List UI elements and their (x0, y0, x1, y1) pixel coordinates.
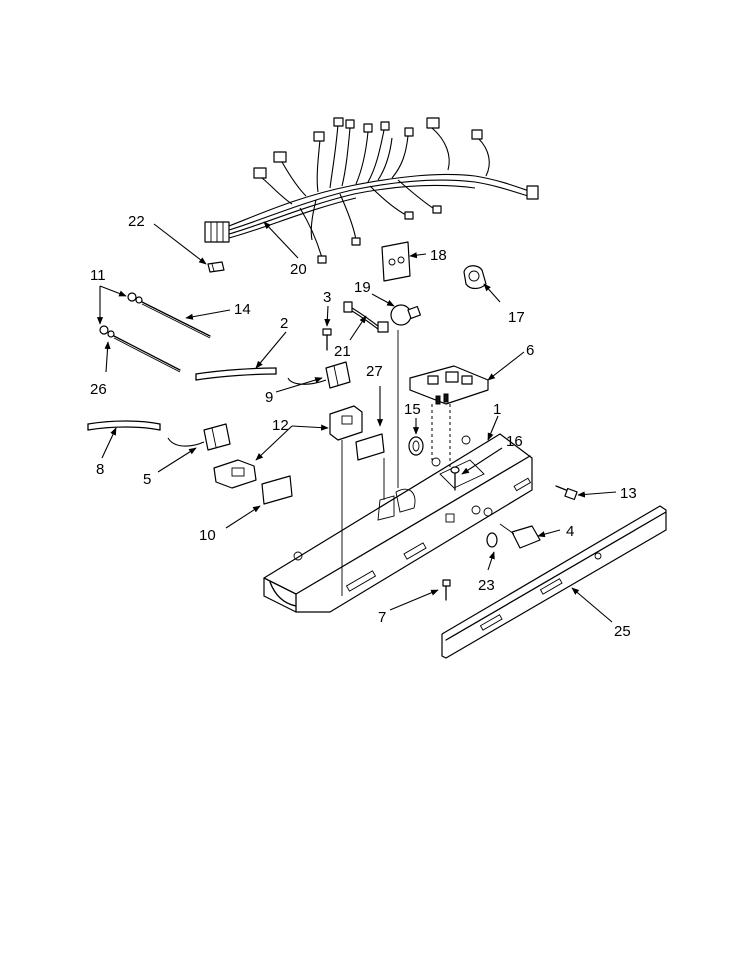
housing-part-1 (263, 433, 533, 613)
tube-part-2 (195, 367, 277, 381)
callout-10: 10 (199, 527, 216, 544)
callout-26: 26 (90, 381, 107, 398)
trim-strip-part-25 (441, 505, 667, 659)
bracket-part-12-upper (329, 405, 363, 441)
callout-17: 17 (508, 309, 525, 326)
callout-8: 8 (96, 461, 104, 478)
plate-part-18 (381, 241, 411, 282)
screw-part-13 (555, 485, 578, 501)
rod-parts-11-14-26 (99, 292, 211, 373)
callout-labels: 1 2 3 4 5 6 7 8 9 10 11 12 13 14 15 16 1… (90, 213, 637, 640)
callout-21: 21 (334, 343, 351, 360)
callout-11: 11 (90, 267, 106, 284)
clip-part-22 (207, 261, 225, 273)
callout-16: 16 (506, 433, 523, 450)
label-part-10 (261, 475, 293, 505)
bracket-part-4 (499, 523, 541, 549)
tube-part-8 (87, 420, 161, 431)
callout-5: 5 (143, 471, 151, 488)
wire-harness-part (204, 117, 539, 264)
callout-18: 18 (430, 247, 447, 264)
callout-25: 25 (614, 623, 631, 640)
callout-6: 6 (526, 342, 534, 359)
label-part-27 (355, 433, 385, 461)
callout-7: 7 (378, 609, 386, 626)
callout-2: 2 (280, 315, 288, 332)
jumper-wire-part-21 (343, 301, 389, 333)
alignment-lines (341, 330, 451, 596)
switch-part-5 (167, 423, 231, 451)
control-board-part-6 (409, 365, 489, 405)
callout-23: 23 (478, 577, 495, 594)
callout-1: 1 (493, 401, 501, 418)
callout-13: 13 (620, 485, 637, 502)
callout-9: 9 (265, 389, 273, 406)
grommet-part-15 (408, 436, 424, 456)
callout-4: 4 (566, 523, 574, 540)
knob-part-23 (486, 532, 498, 548)
screw-part-16 (450, 466, 460, 491)
callout-22: 22 (128, 213, 145, 230)
switch-part-9 (287, 361, 351, 389)
leader-lines (96, 221, 617, 623)
callout-12: 12 (272, 417, 289, 434)
callout-14: 14 (234, 301, 251, 318)
screw-part-3 (322, 328, 332, 351)
screw-part-7 (442, 579, 451, 601)
bulb-part-19 (390, 304, 422, 326)
callout-27: 27 (366, 363, 383, 380)
callout-3: 3 (323, 289, 331, 306)
bracket-part-12-lower (213, 459, 257, 489)
callout-19: 19 (354, 279, 371, 296)
callout-20: 20 (290, 261, 307, 278)
socket-part-17 (463, 265, 487, 290)
callout-15: 15 (404, 401, 421, 418)
